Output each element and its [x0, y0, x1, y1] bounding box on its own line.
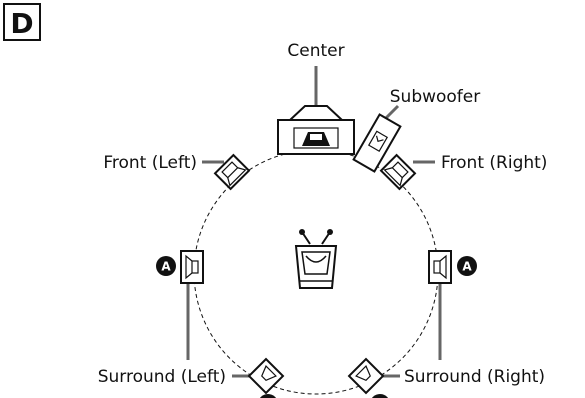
front-left-speaker-icon — [213, 153, 251, 191]
surround-left-label: Surround (Left) — [98, 367, 226, 387]
side-left-speaker-icon — [180, 250, 204, 284]
front-right-label: Front (Right) — [441, 153, 547, 173]
section-label: D — [10, 7, 33, 40]
surround-right-speaker-icon — [347, 357, 385, 395]
front-left-label: Front (Left) — [103, 153, 197, 173]
svg-text:A: A — [462, 260, 472, 274]
subwoofer-icon — [352, 113, 402, 173]
surround-left-speaker-icon — [247, 357, 285, 395]
marker-b-right: B — [372, 394, 388, 398]
section-box: D — [3, 3, 41, 41]
surround-right-label: Surround (Right) — [404, 367, 545, 387]
tv-icon — [294, 229, 338, 289]
svg-text:A: A — [161, 260, 171, 274]
center-speaker-icon — [277, 105, 355, 155]
front-right-speaker-icon — [379, 153, 417, 191]
marker-a-left: A — [156, 256, 176, 276]
marker-b-left: B — [260, 394, 276, 398]
subwoofer-label: Subwoofer — [390, 87, 481, 107]
side-right-speaker-icon — [428, 250, 452, 284]
center-label: Center — [287, 41, 344, 61]
marker-a-right: A — [457, 256, 477, 276]
